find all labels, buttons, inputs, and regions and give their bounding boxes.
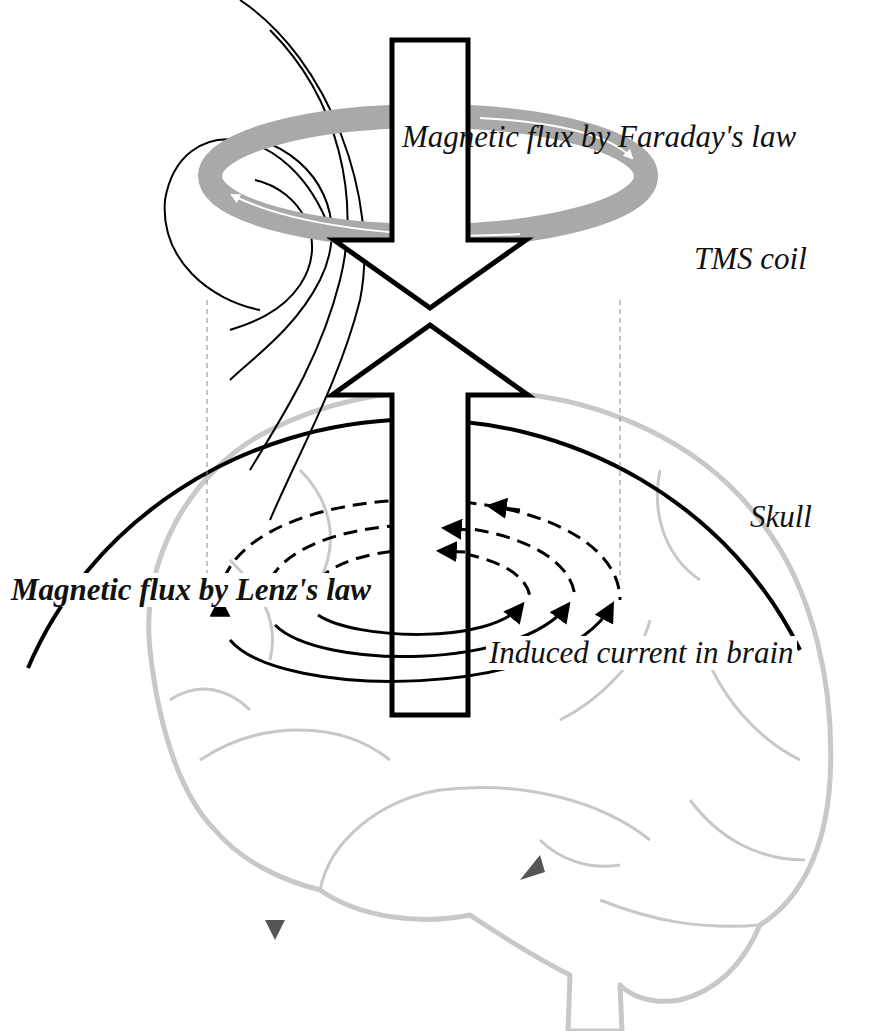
- brain-outline: [149, 390, 831, 1031]
- brain-shade: [265, 920, 285, 940]
- guide-line: [620, 300, 621, 580]
- flux-label: Magnetic flux by Lenz's law: [8, 573, 374, 607]
- field-lines: [165, 0, 365, 520]
- part-label: Skull: [750, 500, 812, 534]
- faraday-flux-arrow: [334, 40, 526, 308]
- flux-label: Magnetic flux by Faraday's law: [402, 120, 796, 154]
- brain-shade: [520, 855, 545, 880]
- part-label: TMS coil: [694, 242, 807, 276]
- guide-line: [207, 300, 208, 580]
- current-label: Induced current in brain: [486, 636, 797, 670]
